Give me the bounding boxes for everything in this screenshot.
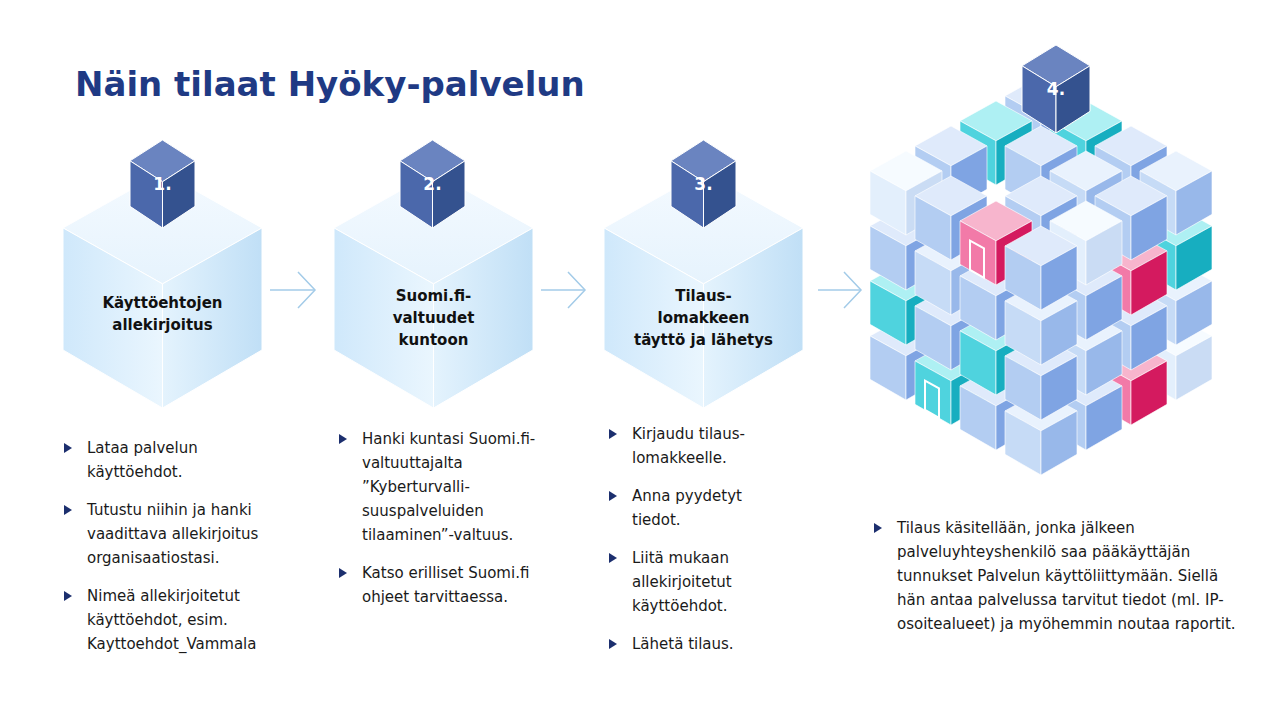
cube-face (1022, 66, 1056, 133)
cube-face (870, 281, 906, 345)
cube-face (1176, 171, 1212, 235)
cube-face (915, 306, 951, 370)
step-number-cube: 1. (130, 140, 195, 228)
bullet-item: Lataa palvelun käyttöehdot. (63, 436, 287, 484)
cube-face (1005, 246, 1041, 310)
cube-face (1086, 331, 1122, 395)
instruction-text: Anna pyydetyt tiedot. (632, 484, 782, 532)
cube-face (1005, 301, 1041, 365)
bullet-marker (64, 505, 72, 515)
door-symbol (970, 241, 984, 278)
cube-face (870, 171, 906, 235)
instruction-text: Tutustu niihin ja hanki vaadittava allek… (87, 498, 287, 570)
cube-face (1176, 281, 1212, 345)
bullet-marker (339, 434, 347, 444)
step-number: 3. (671, 174, 736, 194)
decor-cube (1005, 226, 1077, 310)
cube-face (960, 386, 996, 450)
cube-face (1005, 411, 1041, 475)
cube-face (1086, 221, 1122, 285)
bullet-list: Tilaus käsitellään, jonka jälkeen palvel… (873, 516, 1237, 650)
cube-face (1086, 276, 1122, 340)
step-title: Käyttöehtojen allekirjoitus (88, 292, 238, 336)
step-number-cube: 2. (400, 140, 465, 228)
cube-face (1176, 336, 1212, 400)
door-symbol (925, 381, 939, 418)
bullet-list: Lataa palvelun käyttöehdot. Tutustu niihi… (63, 436, 287, 670)
cube-face (1041, 301, 1077, 365)
cube-face (870, 226, 906, 290)
cube-face (1056, 66, 1090, 133)
bullet-marker (609, 639, 617, 649)
bullet-marker (609, 429, 617, 439)
cube-face (915, 196, 951, 260)
cube-face (1041, 356, 1077, 420)
bullet-item: Tutustu niihin ja hanki vaadittava allek… (63, 498, 287, 570)
bullet-marker (874, 523, 882, 533)
cube-face (1005, 356, 1041, 420)
instruction-text: Liitä mukaan allekirjoitetut käyttöehdot… (632, 546, 782, 618)
bullet-marker (64, 591, 72, 601)
bullet-item: Tilaus käsitellään, jonka jälkeen palvel… (873, 516, 1237, 636)
bullet-item: Katso erilliset Suomi.fi ohjeet tarvitta… (338, 561, 537, 609)
bullet-item: Liitä mukaan allekirjoitetut käyttöehdot… (608, 546, 782, 618)
bullet-item: Nimeä allekirjoitetut käyttöehdot, esim.… (63, 584, 287, 656)
step-number-cube: 3. (671, 140, 736, 228)
step-number: 2. (400, 174, 465, 194)
bullet-marker (64, 443, 72, 453)
cube-face (915, 361, 951, 425)
instruction-text: Lähetä tilaus. (632, 632, 782, 656)
cube-face (960, 331, 996, 395)
bullet-marker (609, 553, 617, 563)
cube-face (1131, 196, 1167, 260)
instruction-text: Katso erilliset Suomi.fi ohjeet tarvitta… (362, 561, 537, 609)
cube-face (870, 336, 906, 400)
instruction-text: Lataa palvelun käyttöehdot. (87, 436, 287, 484)
cube-face (960, 221, 996, 285)
bullet-item: Lähetä tilaus. (608, 632, 782, 656)
instruction-text: Nimeä allekirjoitetut käyttöehdot, esim.… (87, 584, 287, 656)
instruction-text: Kirjaudu tilaus- lomakkeelle. (632, 422, 782, 470)
cube-face (915, 251, 951, 315)
bullet-marker (339, 568, 347, 578)
bullet-list: Hanki kuntasi Suomi.fi- valtuuttajalta ”… (338, 427, 537, 623)
bullet-marker (609, 491, 617, 501)
cube-face (1176, 226, 1212, 290)
step-title: Tilaus- lomakkeen täyttö ja lähetys (633, 285, 775, 351)
page-title: Näin tilaat Hyöky-palvelun (75, 62, 585, 106)
step-title: Suomi.fi- valtuudet kuntoon (374, 285, 494, 351)
cube-face (1041, 246, 1077, 310)
cube-cluster-group (870, 76, 1212, 475)
step-arrow (541, 289, 585, 291)
step-arrow (270, 289, 315, 291)
instruction-text: Hanki kuntasi Suomi.fi- valtuuttajalta ”… (362, 427, 537, 547)
bullet-item: Kirjaudu tilaus- lomakkeelle. (608, 422, 782, 470)
step-number: 4. (1022, 79, 1090, 99)
cube-face (1131, 251, 1167, 315)
step-number-cube: 4. (1022, 45, 1090, 133)
cube-face (1131, 306, 1167, 370)
cube-face (1041, 411, 1077, 475)
bullet-item: Hanki kuntasi Suomi.fi- valtuuttajalta ”… (338, 427, 537, 547)
bullet-list: Kirjaudu tilaus- lomakkeelle. Anna pyydet… (608, 422, 782, 670)
step-number: 1. (130, 174, 195, 194)
cube-face (960, 276, 996, 340)
instruction-text: Tilaus käsitellään, jonka jälkeen palvel… (897, 516, 1237, 636)
step-arrow (818, 289, 861, 291)
cube-face (1131, 361, 1167, 425)
cube-face (1086, 386, 1122, 450)
bullet-item: Anna pyydetyt tiedot. (608, 484, 782, 532)
